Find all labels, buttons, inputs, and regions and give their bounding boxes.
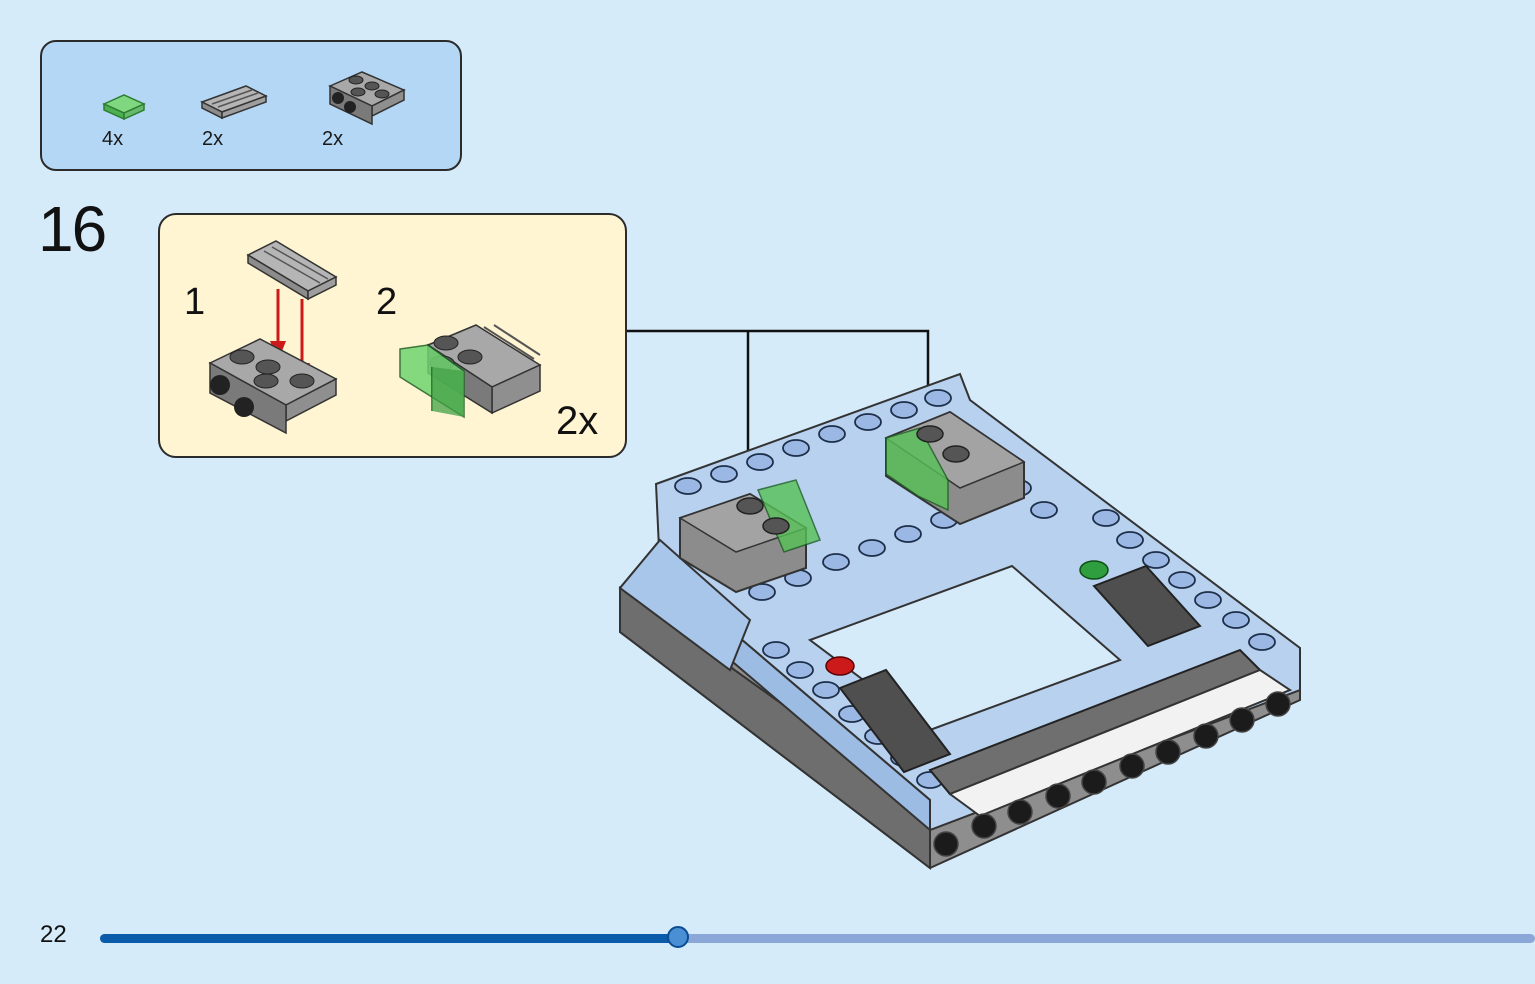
main-model-illustration	[618, 372, 1301, 871]
transparent-green-tile-icon	[102, 94, 146, 121]
substep-1-label: 1	[184, 281, 206, 323]
substep-2-illustration	[399, 324, 542, 419]
progress-bar	[100, 926, 1535, 948]
parts-list-box: 4x 2x 2x	[40, 40, 462, 171]
progress-knob[interactable]	[667, 926, 690, 948]
gray-bracket-plate-icon	[328, 71, 406, 126]
substep-2-label: 2	[376, 281, 398, 323]
part-count-1: 4x	[102, 128, 124, 150]
subassembly-multiplier: 2x	[556, 399, 599, 443]
part-count-2: 2x	[202, 128, 224, 150]
part-count-3: 2x	[322, 128, 344, 150]
page-number: 22	[40, 921, 67, 948]
gray-grille-tile-icon	[200, 85, 268, 120]
subassembly-callout: 1 2 2x	[158, 213, 627, 458]
step-number: 16	[38, 193, 107, 265]
substep-1-illustration	[208, 240, 338, 435]
progress-fill	[100, 934, 679, 943]
